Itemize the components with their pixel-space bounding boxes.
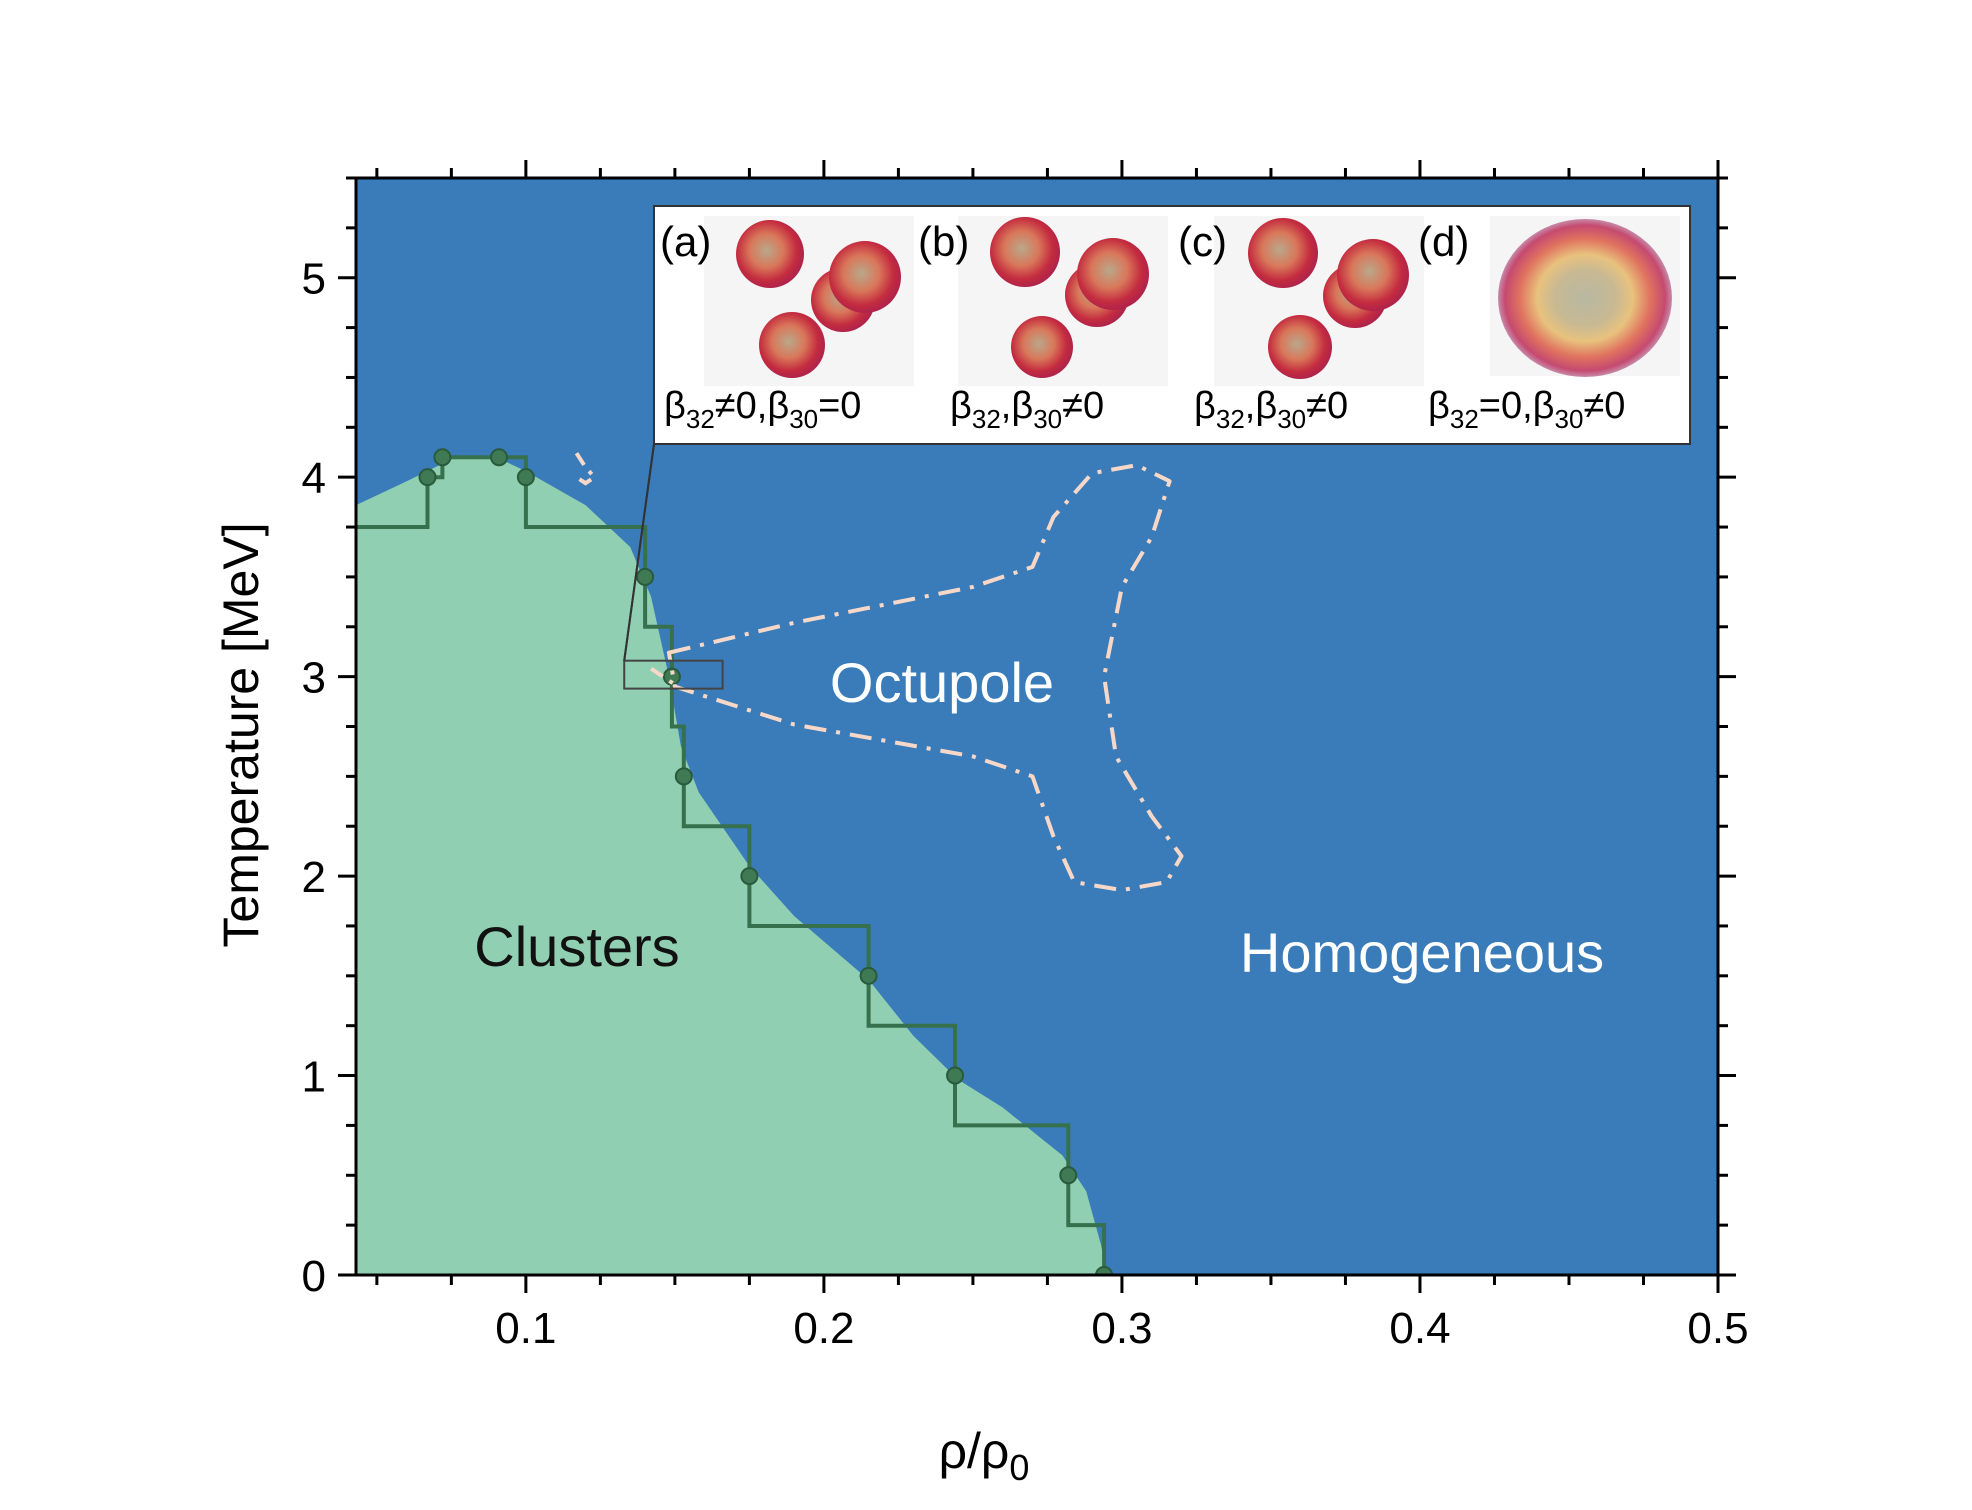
data-point xyxy=(636,567,655,586)
data-point xyxy=(859,966,878,985)
y-ticks: 0 1 2 3 4 5 xyxy=(302,176,1736,1301)
small-contour xyxy=(574,452,598,486)
x-tick-label: 0.2 xyxy=(793,1304,854,1353)
data-point xyxy=(740,867,759,886)
y-tick-label: 3 xyxy=(302,654,326,703)
data-point xyxy=(516,468,535,487)
y-tick-label: 4 xyxy=(302,454,326,503)
inset-image-d xyxy=(1490,216,1680,377)
x-tick-label: 0.3 xyxy=(1091,1304,1152,1353)
data-points xyxy=(418,448,1114,1275)
data-point xyxy=(433,448,452,467)
x-tick-label: 0.5 xyxy=(1687,1304,1748,1353)
data-point xyxy=(490,448,509,467)
zoom-box xyxy=(623,659,724,690)
data-point xyxy=(674,767,693,786)
y-tick-label: 5 xyxy=(302,255,326,304)
inset-beta-label: β32,β30≠0 xyxy=(1194,385,1348,434)
region-label-octupole: Octupole xyxy=(830,651,1054,714)
region-label-clusters: Clusters xyxy=(474,915,679,978)
inset-image-b xyxy=(958,216,1168,386)
region-label-homogeneous: Homogeneous xyxy=(1240,921,1604,984)
x-ticks: 0.1 0.2 0.3 0.4 0.5 xyxy=(375,160,1749,1353)
y-tick-label: 1 xyxy=(302,1053,326,1102)
x-tick-label: 0.4 xyxy=(1389,1304,1450,1353)
clusters-region xyxy=(356,457,1107,1275)
inset-panel-label: (c) xyxy=(1178,218,1227,265)
inset-image-c xyxy=(1214,216,1424,386)
data-point xyxy=(946,1066,965,1085)
inset-beta-label: β32=0,β30≠0 xyxy=(1428,385,1625,434)
data-point xyxy=(1059,1166,1078,1185)
inset-panel: (a) β32≠0,β30=0 (b) β32,β30≠0 (c) β32,β30≠0 (d… xyxy=(653,205,1691,445)
inset-panel-label: (b) xyxy=(918,218,969,265)
x-tick-label: 0.1 xyxy=(495,1304,556,1353)
data-point xyxy=(418,468,437,487)
inset-beta-label: β32≠0,β30=0 xyxy=(664,385,861,434)
inset-beta-label: β32,β30≠0 xyxy=(950,385,1104,434)
zoom-connector xyxy=(623,443,655,661)
y-tick-label: 2 xyxy=(302,853,326,902)
small-contour xyxy=(649,667,677,687)
data-point xyxy=(662,667,681,686)
inset-panel-label: (d) xyxy=(1418,218,1469,265)
y-tick-label: 0 xyxy=(302,1252,326,1301)
x-axis-title: ρ/ρ0 xyxy=(939,1423,1030,1488)
y-axis-title: Temperature [MeV] xyxy=(213,522,269,947)
inset-panel-label: (a) xyxy=(660,218,711,265)
small-contours xyxy=(574,452,677,687)
data-point xyxy=(1095,1266,1114,1275)
inset-image-a xyxy=(704,216,914,386)
